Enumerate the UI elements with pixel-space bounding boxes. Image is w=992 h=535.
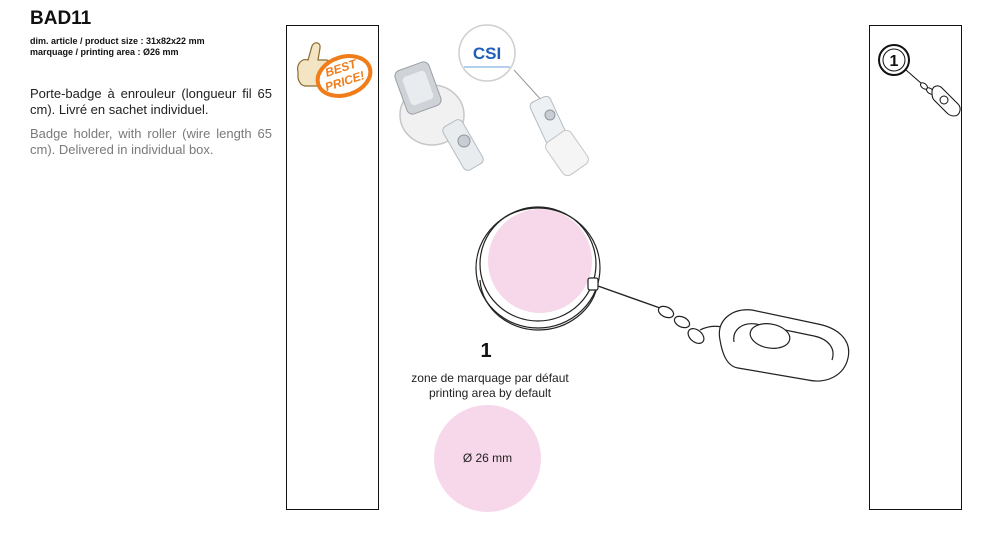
logo-text: CSI xyxy=(473,44,501,63)
badge-holder-drawing xyxy=(475,206,850,382)
best-price-badge: BEST PRICE! xyxy=(297,42,373,98)
right-panel xyxy=(869,25,962,510)
description-fr: Porte-badge à enrouleur (longueur fil 65… xyxy=(30,86,272,117)
product-size: dim. article / product size : 31x82x22 m… xyxy=(30,36,205,46)
printing-area-spec: marquage / printing area : Ø26 mm xyxy=(30,47,179,57)
left-panel xyxy=(286,25,379,510)
printing-area-mark xyxy=(488,209,592,313)
position-number: 1 xyxy=(890,53,899,70)
printing-zone-label-en: printing area by default xyxy=(428,386,552,400)
printing-zone-label-fr: zone de marquage par défaut xyxy=(411,371,569,385)
product-photo: CSI xyxy=(394,24,589,177)
badge-holder-front-view: CSI xyxy=(458,24,589,177)
printing-area-circle xyxy=(434,405,541,512)
product-code: BAD11 xyxy=(30,8,92,29)
printing-area-diameter: Ø 26 mm xyxy=(462,451,513,465)
badge-holder-back-view xyxy=(394,61,484,171)
printing-zone-number: 1 xyxy=(480,340,492,362)
best-price-ellipse xyxy=(315,54,373,98)
description-en: Badge holder, with roller (wire length 6… xyxy=(30,126,272,157)
printing-position-thumbnail: 1 xyxy=(878,44,961,117)
